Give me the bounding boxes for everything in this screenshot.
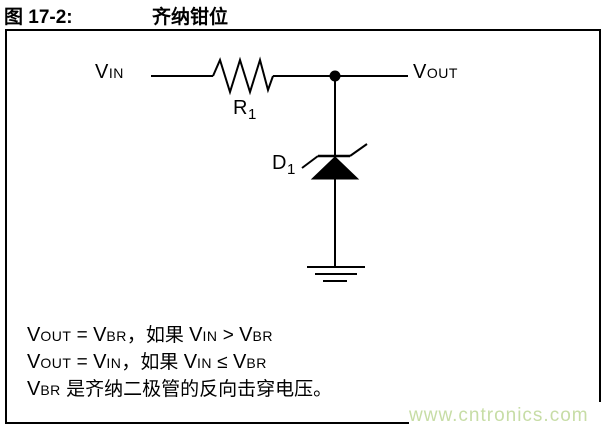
vin-main: V bbox=[95, 61, 109, 83]
r1-sub: 1 bbox=[247, 106, 257, 123]
watermark-text: www.cntronics.com bbox=[409, 405, 589, 426]
r1-main: R bbox=[233, 97, 248, 119]
d1-sub: 1 bbox=[286, 161, 296, 178]
note-line-2: VOUT = VIN，如果 VIN ≤ VBR bbox=[27, 351, 267, 373]
vin-sub: IN bbox=[108, 65, 124, 81]
figure-number-label: 图 17-2: bbox=[4, 7, 73, 28]
vout-net-label: VOUT bbox=[413, 61, 458, 84]
vout-main: V bbox=[413, 61, 427, 83]
resistor-r1-label: R1 bbox=[233, 97, 257, 123]
watermark: www.cntronics.com bbox=[409, 402, 601, 429]
note-line-1: VOUT = VBR，如果 VIN > VBR bbox=[27, 324, 273, 346]
note-line-3: VBR 是齐纳二极管的反向击穿电压。 bbox=[27, 378, 333, 400]
vout-sub: OUT bbox=[426, 65, 458, 81]
figure-box bbox=[5, 29, 601, 424]
diode-d1-label: D1 bbox=[272, 152, 296, 178]
figure-title: 齐纳钳位 bbox=[152, 7, 229, 28]
figure-notes: VOUT = VBR，如果 VIN > VBR VOUT = VIN，如果 VI… bbox=[27, 322, 332, 403]
vin-net-label: VIN bbox=[95, 61, 124, 84]
d1-main: D bbox=[272, 152, 287, 174]
